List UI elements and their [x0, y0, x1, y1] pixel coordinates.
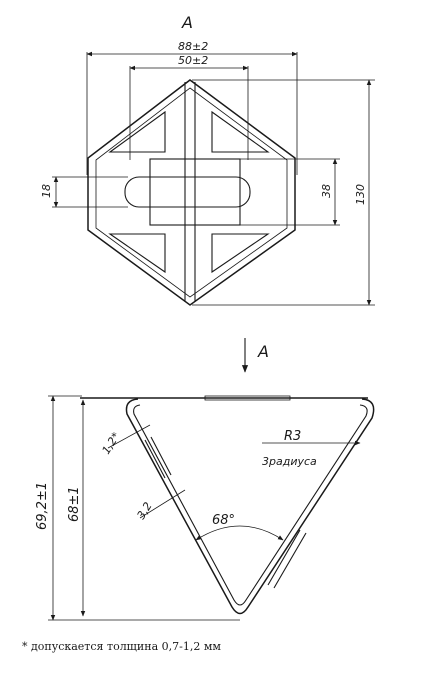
bracket-outline — [87, 79, 296, 306]
footnote: * допускается толщина 0,7-1,2 мм — [22, 640, 221, 653]
rib-right-line — [273, 532, 307, 589]
dim-rib: 3,2 — [135, 500, 155, 522]
dim-slot-height: 18 — [40, 184, 53, 198]
middle-band — [149, 158, 241, 226]
dim-overall-width: 88±2 — [178, 40, 208, 53]
radius-note: 3радиуса — [262, 455, 317, 468]
dim-thickness: 1,2* — [100, 430, 123, 457]
rib-slot-bottom-left — [108, 233, 166, 274]
angle-arc — [195, 525, 284, 541]
triangle-inner — [133, 404, 368, 606]
rib-slot-top-left — [108, 110, 166, 153]
rib-slot-top-right — [211, 110, 270, 153]
dim-middle-height: 38 — [320, 184, 333, 198]
rib-slot-bottom-right — [211, 233, 270, 274]
rib-left-line — [150, 436, 172, 476]
leader-thickness — [107, 424, 151, 449]
flange-outline — [95, 87, 288, 298]
top-view: A 88±2 50±2 18 — [40, 13, 375, 306]
rounded-slot — [124, 176, 251, 208]
dim-inner-width: 50±2 — [178, 54, 208, 67]
rib-right-line — [267, 529, 301, 586]
top-view-label: A — [181, 13, 193, 32]
section-view-label: A — [257, 342, 269, 361]
dim-overall-height: 130 — [354, 184, 367, 205]
top-plate-strip — [204, 395, 291, 401]
section-view: A 69,2±1 68±1 1,2* 3,2 68° R3 3ра — [35, 338, 375, 621]
dim-angle: 68° — [212, 513, 235, 528]
radius-label: R3 — [284, 429, 301, 444]
triangle-outer — [125, 398, 375, 615]
dim-outer-height: 69,2±1 — [35, 482, 50, 530]
dim-inner-height: 68±1 — [67, 486, 82, 522]
rib-left-line — [144, 439, 166, 479]
leader-rib — [139, 489, 186, 519]
